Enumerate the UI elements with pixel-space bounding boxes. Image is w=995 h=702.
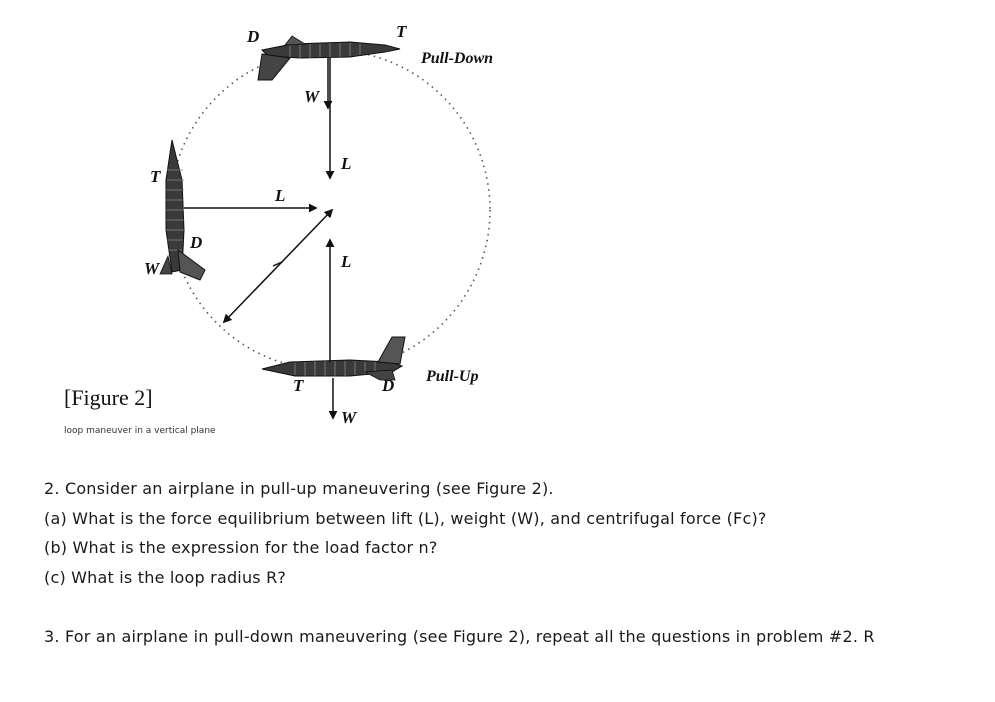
pull-down-label: Pull-Down (420, 50, 493, 67)
questions-block: 2. Consider an airplane in pull-up maneu… (44, 474, 984, 652)
figure-caption: loop maneuver in a vertical plane (64, 426, 216, 436)
bottom-aircraft (261, 336, 406, 381)
bottom-weight-label: W (341, 408, 358, 427)
question-2b: (b) What is the expression for the load … (44, 538, 438, 557)
left-lift-label: L (274, 186, 285, 205)
question-3: 3. For an airplane in pull-down maneuver… (44, 627, 875, 646)
top-thrust-label: T (396, 22, 407, 41)
left-weight-label: W (144, 259, 161, 278)
bottom-lift-label: L (340, 252, 351, 271)
loop-circle (169, 49, 491, 371)
top-aircraft (257, 35, 401, 81)
question-2-intro: 2. Consider an airplane in pull-up maneu… (44, 479, 554, 498)
question-2c: (c) What is the loop radius R? (44, 567, 287, 587)
left-drag-label: D (189, 233, 202, 252)
radius-arrow (222, 208, 334, 324)
top-lift-label: L (340, 154, 351, 173)
left-aircraft (159, 139, 206, 281)
radius-tick (272, 261, 283, 267)
question-2a: (a) What is the force equilibrium betwee… (44, 508, 767, 528)
pull-up-label: Pull-Up (425, 368, 478, 385)
bottom-thrust-label: T (293, 376, 304, 395)
bottom-drag-label: D (381, 376, 394, 395)
figure-title: [Figure 2] (64, 385, 153, 410)
top-drag-label: D (246, 27, 259, 46)
top-weight-label: W (304, 87, 321, 106)
left-thrust-label: T (150, 167, 161, 186)
